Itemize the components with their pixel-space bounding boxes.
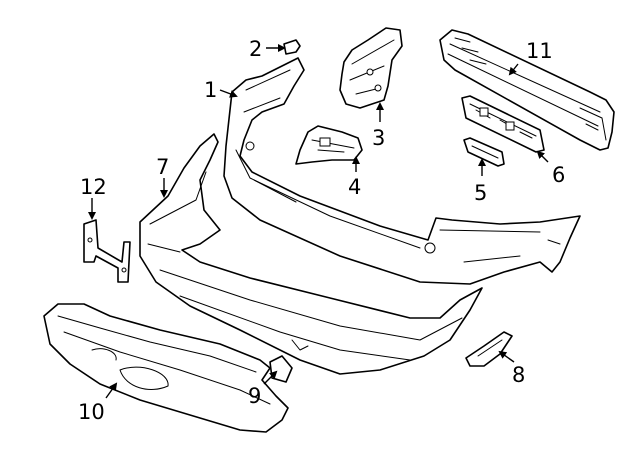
callout-11: 11 xyxy=(526,39,553,63)
callout-labels: 1 2 3 4 5 6 7 8 9 10 11 12 xyxy=(78,37,565,424)
reflector-bracket xyxy=(295,125,363,165)
callout-12: 12 xyxy=(80,175,107,199)
lower-diffuser xyxy=(43,303,289,433)
callout-5: 5 xyxy=(474,181,487,205)
callout-9: 9 xyxy=(248,384,261,408)
small-clip xyxy=(283,39,301,55)
callout-6: 6 xyxy=(552,163,565,187)
tow-hook-cover xyxy=(269,355,293,383)
callout-3: 3 xyxy=(372,126,385,150)
callout-1: 1 xyxy=(204,78,217,102)
callout-8: 8 xyxy=(512,363,525,387)
retainer-clip xyxy=(463,137,505,167)
bumper-cover-upper xyxy=(223,57,581,285)
side-support-bracket xyxy=(83,219,131,283)
bumper-cover-lower xyxy=(139,133,483,375)
side-bracket xyxy=(339,27,403,109)
callout-10: 10 xyxy=(78,400,105,424)
leader-lines xyxy=(88,44,549,399)
reinforcement-beam xyxy=(439,29,615,151)
callout-2: 2 xyxy=(249,37,262,61)
callout-7: 7 xyxy=(156,155,169,179)
lower-bracket-right xyxy=(465,331,513,367)
callout-4: 4 xyxy=(348,175,361,199)
mounting-bracket xyxy=(461,95,545,153)
